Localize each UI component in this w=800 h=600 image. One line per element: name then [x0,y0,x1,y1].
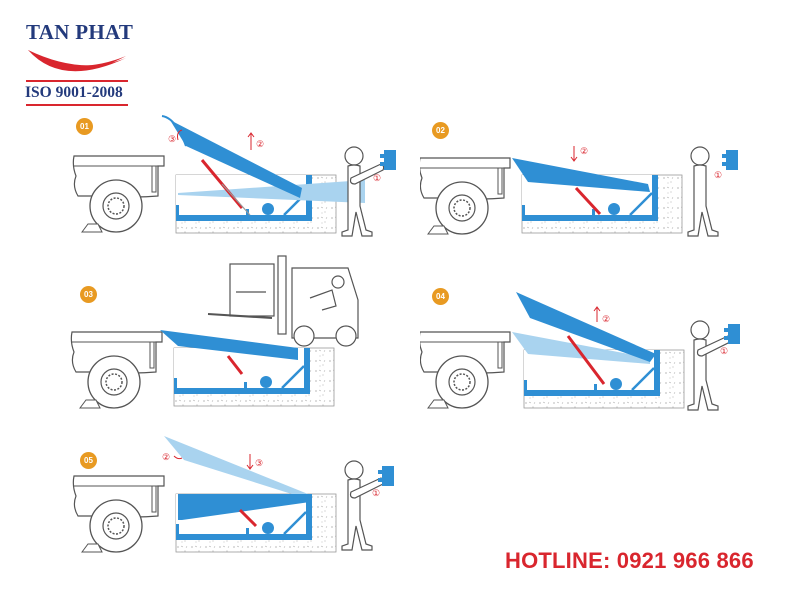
step-badge: 04 [432,288,449,305]
svg-text:②: ② [256,139,264,149]
svg-text:②: ② [162,452,170,462]
step-03: 03 [60,250,380,420]
iso-certification: ISO 9001-2008 [25,84,123,101]
step-04: 04 ② ① [420,280,760,420]
logo-divider-bottom [26,104,128,106]
forklift-loading-illustration [70,255,359,409]
step-01: 01 ③ ② ① [60,110,400,250]
dock-leveler-lower-illustration: ② ① [420,146,738,237]
swoosh-icon [28,50,126,72]
svg-text:①: ① [372,488,380,498]
svg-text:①: ① [714,170,722,180]
dock-leveler-raise-illustration: ③ ② ① [72,115,396,237]
hotline-text: HOTLINE: 0921 966 866 [505,548,754,573]
svg-text:①: ① [373,173,381,183]
svg-text:①: ① [720,346,728,356]
step-02: 02 ② ① [420,110,760,250]
company-name: TAN PHAT [26,20,134,44]
dock-leveler-retract-illustration: ② ③ ① [72,436,394,554]
step-badge: 02 [432,122,449,139]
step-badge: 03 [80,286,97,303]
svg-text:②: ② [602,314,610,324]
dock-leveler-reraise-illustration: ② ① [420,292,740,411]
tan-phat-logo: TAN PHAT ISO 9001-2008 [22,16,134,116]
svg-text:②: ② [580,146,588,156]
step-05: 05 ② ③ ① [60,430,400,570]
logo-divider-top [26,80,128,82]
annotation-3: ③ [168,134,176,144]
step-badge: 05 [80,452,97,469]
step-badge: 01 [76,118,93,135]
svg-text:③: ③ [255,458,263,468]
